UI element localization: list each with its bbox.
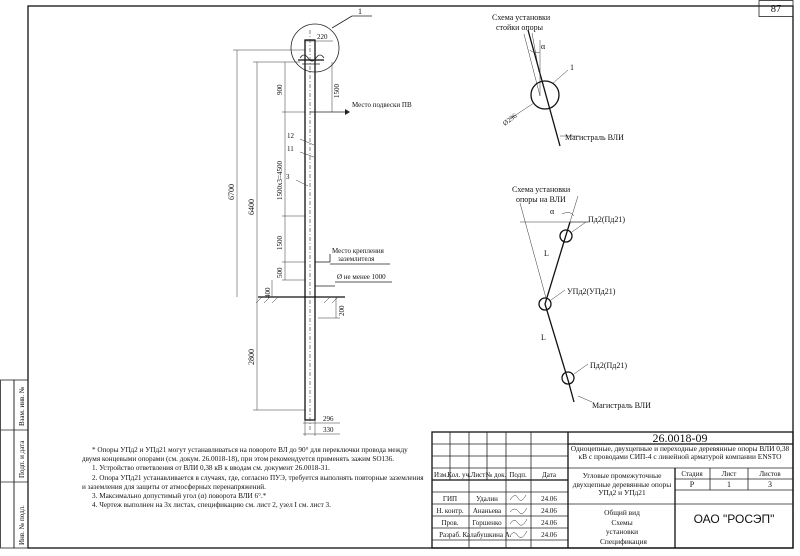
title-block: 26.0018-09 Изм. Кол. уч. Лист № док. Под… <box>431 431 794 549</box>
notes-block: * Опоры УПд2 и УПд21 могут устанавливать… <box>82 446 427 510</box>
pos-12: 12 <box>287 132 295 140</box>
stamp-replace-label: Взам. инв. № <box>18 386 26 426</box>
note-1: 1. Устройство ответвления от ВЛИ 0,38 кВ… <box>92 464 330 473</box>
scheme-pole-main-line <box>527 29 561 147</box>
signature-4 <box>509 530 528 538</box>
scheme-vli-pole-mid-label: УПд2(УПд21) <box>567 287 616 296</box>
scheme-vli-title-1: Схема установки <box>512 185 571 194</box>
col-sign: Подп. <box>509 471 527 479</box>
role-razrab: Разраб. <box>439 531 461 539</box>
role-nkontr: Н. контр. <box>436 507 463 515</box>
detail-circle <box>290 23 340 73</box>
name-prov: Горшенко <box>472 519 502 527</box>
label-wire-hang: Место подвески ПВ <box>352 101 412 109</box>
name-razrab: Калабушкина А. <box>462 531 511 539</box>
note-3: 3. Максимально допустимый угол (α) повор… <box>92 492 267 501</box>
pole-view: 1 220 Место подвески ПВ 12 11 3 6700 640… <box>227 7 412 436</box>
sheet-frame <box>27 5 794 549</box>
sheet-title: Угловые промежуточные двухцепные деревян… <box>572 471 672 498</box>
date-nkontr: 24.06 <box>541 507 557 515</box>
scheme-pole-title-1: Схема установки <box>492 13 551 22</box>
date-gip: 24.06 <box>541 495 557 503</box>
pos-11: 11 <box>287 145 294 153</box>
label-ground-fix-2: заземлителя <box>338 255 375 263</box>
detail-circle-label: 1 <box>358 7 362 16</box>
company-name: ОАО "РОСЭП" <box>694 512 775 526</box>
dim-500: 500 <box>276 267 284 278</box>
dim-1500-low: 1500 <box>276 236 284 251</box>
scheme-vli-title-2: опоры на ВЛИ <box>516 195 566 204</box>
col-izm: Изм. <box>434 471 448 479</box>
signature-1 <box>509 494 527 501</box>
sheet-header: Лист <box>722 470 737 478</box>
scheme-vli-alpha: α <box>550 207 555 216</box>
dim-1500x3: 1500х3=4500 <box>276 161 284 200</box>
stamp-sign-label: Подп. и дата <box>18 440 26 478</box>
pos-3: 3 <box>286 173 290 181</box>
date-razrab: 24.06 <box>541 531 557 539</box>
scheme-vli-line-label: Магистраль ВЛИ <box>592 401 651 410</box>
label-ground-fix-1: Место крепления <box>332 247 385 255</box>
dim-2800: 2800 <box>247 349 256 365</box>
role-prov: Пров. <box>441 519 458 527</box>
col-doc: № док. <box>486 471 507 479</box>
dim-6400: 6400 <box>247 199 256 215</box>
dim-1500-top: 1500 <box>333 84 341 99</box>
scheme-pole-diam: Ø296 <box>501 111 519 127</box>
dim-400: 400 <box>264 287 272 298</box>
scheme-vli-pole-top-label: Пд2(Пд21) <box>588 215 625 224</box>
label-diam: Ø не менее 1000 <box>337 273 386 281</box>
project-title: Одноцепные, двухцепные и переходные дере… <box>570 444 790 461</box>
note-star: * Опоры УПд2 и УПд21 могут устанавливать… <box>82 446 408 464</box>
name-nkontr: Ананьева <box>473 507 502 515</box>
doc-code: 26.0018-09 <box>653 431 708 445</box>
dim-220: 220 <box>317 33 328 41</box>
dim-200: 200 <box>338 305 346 316</box>
scheme-pole-install: Схема установки стойки опоры α 1 Ø296 Ма… <box>492 13 624 147</box>
note-4: 4. Чертеж выполнен на 3х листах, специфи… <box>92 501 331 510</box>
scheme-vli-pole-mid <box>538 297 552 311</box>
dim-296: 296 <box>323 415 334 423</box>
date-prov: 24.06 <box>541 519 557 527</box>
sheet-number-box <box>758 0 794 17</box>
col-kol: Кол. уч. <box>447 471 471 479</box>
stage-value: Р <box>690 480 695 489</box>
scheme-vli-span-2: L <box>541 333 546 342</box>
col-list: Лист <box>471 471 486 479</box>
sheet-value: 1 <box>727 480 731 489</box>
side-stamp: Инв. № подл. Подп. и дата Взам. инв. № <box>0 379 29 549</box>
signature-2 <box>509 507 528 515</box>
sheets-header: Листов <box>759 470 781 478</box>
stamp-inv-label: Инв. № подл. <box>18 505 26 545</box>
sheets-value: 3 <box>768 480 772 489</box>
scheme-vli-pole-top <box>559 229 573 243</box>
scheme-vli-pole-bot <box>561 371 575 385</box>
scheme-vli-span-1: L <box>544 249 549 258</box>
scheme-vli-route <box>544 221 575 403</box>
stage-header: Стадия <box>681 470 703 478</box>
content-title: Общий вид Схемы установки Спецификация <box>600 508 647 546</box>
name-gip: Удалин <box>476 495 498 503</box>
scheme-pole-pos: 1 <box>570 63 574 72</box>
scheme-vli-pole-bot-label: Пд2(Пд21) <box>590 361 627 370</box>
sheet-number: 87 <box>771 4 782 15</box>
dim-900: 900 <box>276 84 284 95</box>
dim-330: 330 <box>323 426 334 434</box>
col-date: Дата <box>542 471 557 479</box>
wire-hang-arrow <box>345 109 350 115</box>
role-gip: ГИП <box>443 495 457 503</box>
scheme-vli-install: Схема установки опоры на ВЛИ α Пд2(Пд21)… <box>512 185 651 410</box>
scheme-pole-line-label: Магистраль ВЛИ <box>565 133 624 142</box>
scheme-pole-alpha: α <box>541 42 546 51</box>
dim-6700: 6700 <box>227 184 236 200</box>
scheme-pole-title-2: стойки опоры <box>496 23 544 32</box>
signature-3 <box>509 518 528 526</box>
note-2: 2. Опора УПд21 устанавливается в случаях… <box>82 473 424 491</box>
scheme-pole-circle <box>530 80 560 110</box>
